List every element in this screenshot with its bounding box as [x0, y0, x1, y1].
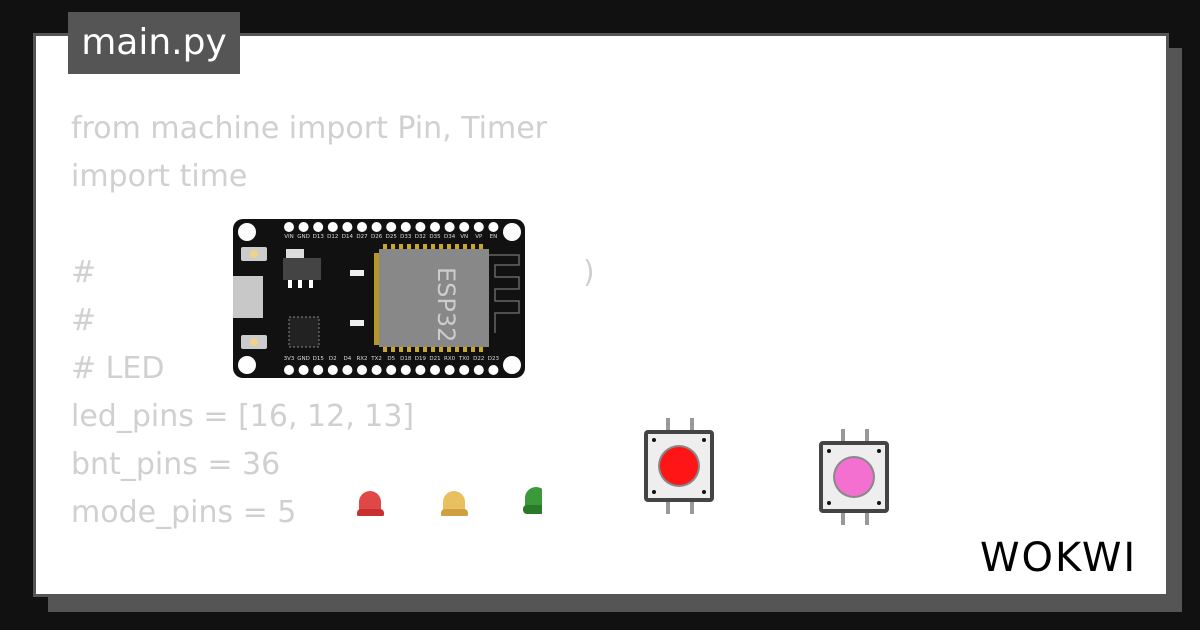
pin-header[interactable] [459, 365, 470, 375]
pin-label-tx0: TX0 [458, 356, 470, 362]
pin-label-d2: D2 [329, 356, 337, 362]
pin-header[interactable] [459, 222, 470, 232]
pin-header[interactable] [473, 222, 484, 232]
pin-label-tx2: TX2 [370, 356, 382, 362]
pushbutton-pink[interactable] [819, 429, 889, 525]
pin-header[interactable] [415, 365, 426, 375]
esp32-module [379, 249, 489, 347]
svg-text:WOKWI: WOKWI [980, 535, 1137, 581]
pin-header[interactable] [357, 365, 367, 375]
code-line-segment: ) [583, 255, 595, 290]
pin-label-d12: D12 [327, 234, 338, 240]
pin-label-d4: D4 [344, 356, 352, 362]
pin-label-d13: D13 [313, 234, 325, 240]
code-preview: from machine import Pin, Timer import tim… [71, 105, 611, 594]
voltage-regulator [283, 258, 321, 280]
mount-hole [238, 356, 256, 374]
pin-label-vn: VN [460, 234, 468, 240]
code-line: # [71, 303, 97, 338]
pin-label-d32: D32 [415, 234, 426, 240]
code-line: bnt_pins = 36 [71, 447, 281, 482]
pushbutton-red[interactable] [644, 418, 714, 514]
pin-label-rx2: RX2 [356, 356, 367, 362]
pin-label-d21: D21 [429, 356, 440, 362]
wokwi-logo: WOKWI [980, 535, 1137, 581]
pin-label-d35: D35 [429, 234, 441, 240]
pin-header[interactable] [415, 222, 426, 232]
pin-label-d19: D19 [415, 356, 427, 362]
pin-label-d33: D33 [400, 234, 412, 240]
pin-label-3v3: 3V3 [284, 356, 295, 362]
code-line: mode_pins = 5 [71, 495, 297, 530]
code-line: # LED [71, 351, 165, 386]
pin-label-d15: D15 [313, 356, 325, 362]
pin-header[interactable] [430, 222, 440, 232]
pin-header[interactable] [313, 365, 324, 375]
pin-header[interactable] [430, 365, 440, 375]
pin-header[interactable] [386, 365, 397, 375]
mount-hole [503, 223, 521, 241]
pin-header[interactable] [327, 222, 338, 232]
pin-label-d25: D25 [386, 234, 398, 240]
usb-chip [288, 316, 320, 348]
code-line [71, 537, 611, 585]
pin-label-vin: VIN [284, 234, 294, 240]
pin-header[interactable] [313, 222, 324, 232]
pin-header[interactable] [444, 365, 455, 375]
mount-hole [503, 356, 521, 374]
pin-header[interactable] [284, 365, 294, 375]
button-cap [835, 458, 873, 496]
preview-card: from machine import Pin, Timer import tim… [33, 33, 1169, 597]
pin-label-d14: D14 [342, 234, 354, 240]
led-group [357, 487, 542, 516]
pin-label-gnd: GND [297, 234, 310, 240]
pin-header[interactable] [298, 222, 309, 232]
pin-header[interactable] [284, 222, 294, 232]
pin-header[interactable] [327, 365, 338, 375]
pin-label-d18: D18 [400, 356, 412, 362]
pin-label-d23: D23 [488, 356, 500, 362]
antenna [489, 254, 520, 333]
pin-label-d26: D26 [371, 234, 383, 240]
pin-header[interactable] [371, 365, 382, 375]
usb-port [233, 276, 263, 318]
pin-header[interactable] [473, 365, 484, 375]
pin-header[interactable] [342, 222, 353, 232]
code-line: led_pins = [16, 12, 13] [71, 399, 415, 434]
pin-header[interactable] [342, 365, 353, 375]
code-line: from machine import Pin, Timer [71, 111, 548, 146]
file-tab-main-py[interactable]: main.py [68, 12, 240, 74]
pin-label-en: EN [490, 234, 498, 240]
code-line: import time [71, 159, 248, 194]
pin-header[interactable] [357, 222, 367, 232]
mount-hole [238, 223, 256, 241]
button-cap [660, 447, 698, 485]
pin-label-d34: D34 [444, 234, 456, 240]
pin-header[interactable] [371, 222, 382, 232]
pin-header[interactable] [488, 365, 499, 375]
led-yellow[interactable] [441, 491, 468, 516]
pin-label-d22: D22 [473, 356, 484, 362]
pin-header[interactable] [298, 365, 309, 375]
pin-label-rx0: RX0 [444, 356, 456, 362]
pin-label-vp: VP [475, 234, 483, 240]
led-green[interactable] [523, 487, 542, 516]
led-red[interactable] [357, 491, 384, 516]
code-line: leds = [] [71, 585, 611, 594]
code-line: #) [71, 249, 611, 297]
pin-label-d27: D27 [356, 234, 368, 240]
code-line-segment: # [71, 255, 97, 290]
pin-header[interactable] [444, 222, 455, 232]
pin-header[interactable] [386, 222, 397, 232]
pin-header[interactable] [400, 222, 411, 232]
pin-label-gnd: GND [297, 356, 310, 362]
pin-header[interactable] [488, 222, 499, 232]
pin-header[interactable] [400, 365, 411, 375]
chip-label: ESP32 [432, 267, 460, 342]
pin-label-d5: D5 [387, 356, 395, 362]
